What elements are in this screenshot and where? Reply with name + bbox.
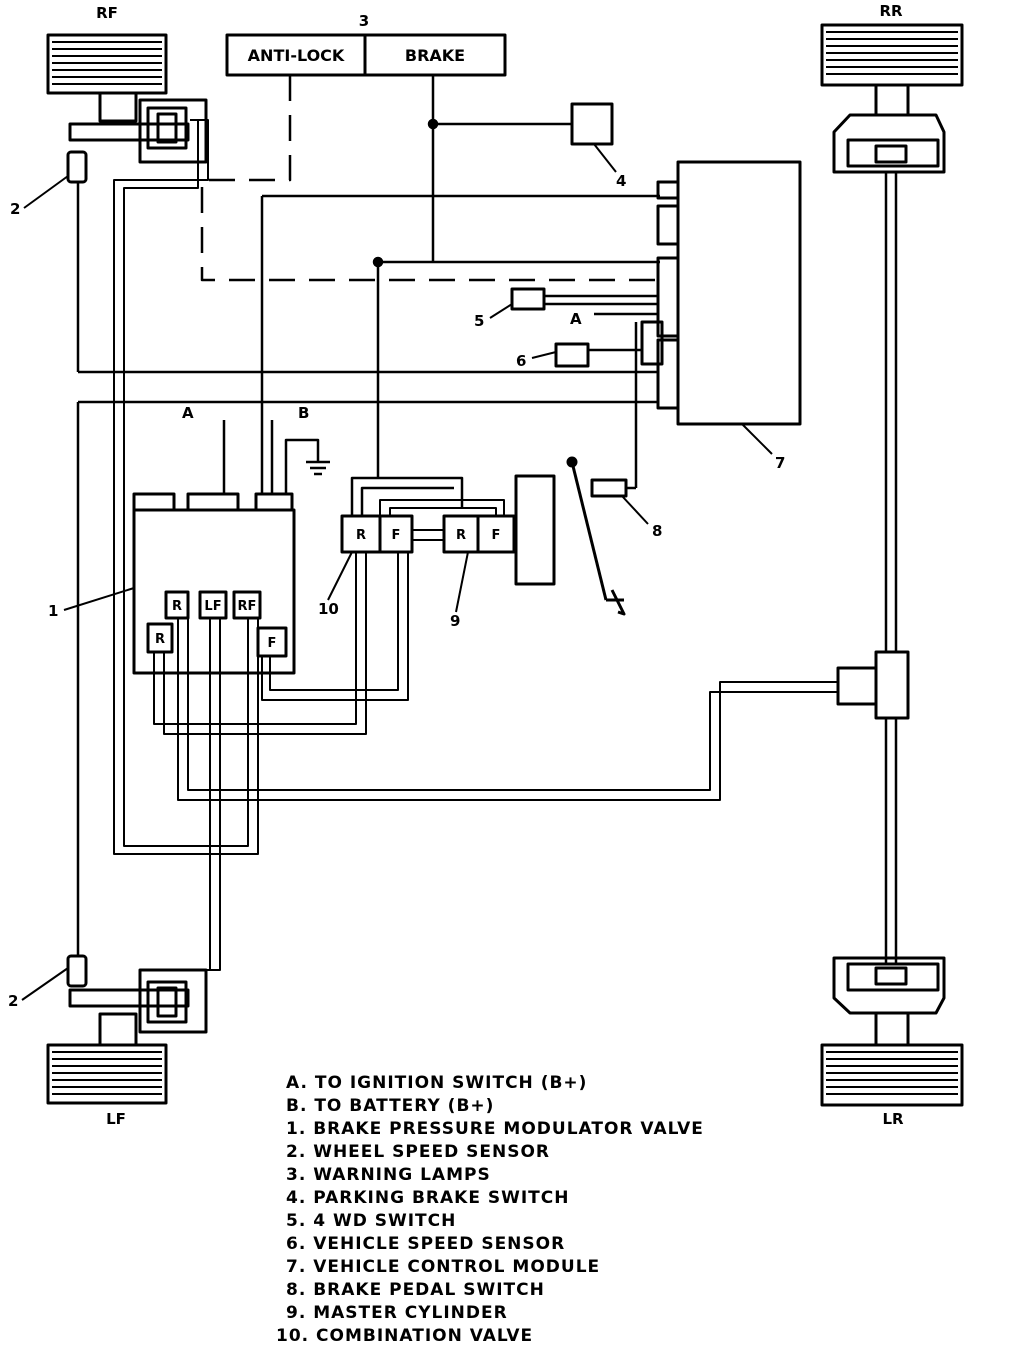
lr-wheel [820,956,964,1107]
legend-item: 2. WHEEL SPEED SENSOR [286,1142,550,1162]
label-rf: RF [96,4,118,22]
vehicle-speed-sensor [554,342,590,368]
callout-8: 8 [652,522,662,540]
combo-valve-r: R [356,528,366,543]
callout-2-bottom: 2 [8,992,18,1010]
rf-wheel-speed-sensor [66,150,88,184]
valve-port-lf: LF [204,599,221,614]
callout-3: 3 [359,12,369,30]
legend-item: 5. 4 WD SWITCH [286,1211,456,1231]
callout-7: 7 [775,454,785,472]
valve-port-rf: RF [238,599,257,614]
legend-item: 10. COMBINATION VALVE [276,1326,533,1346]
legend-item: 3. WARNING LAMPS [286,1165,491,1185]
legend-item: 8. BRAKE PEDAL SWITCH [286,1280,545,1300]
callout-10: 10 [318,600,339,618]
callout-9: 9 [450,612,460,630]
legend-item: B. TO BATTERY (B+) [286,1096,494,1116]
legend-item: 9. MASTER CYLINDER [286,1303,508,1323]
valve-port-r-lower: R [155,632,165,647]
warning-lamps [225,33,507,77]
rear-tee-fitting [874,650,910,720]
legend-item: 1. BRAKE PRESSURE MODULATOR VALVE [286,1119,704,1139]
vehicle-control-module [640,160,802,426]
master-cyl-f: F [492,528,501,543]
callout-b-left: B [298,404,309,422]
valve-port-f: F [268,636,277,651]
parking-brake-switch [570,102,614,146]
4wd-switch [510,287,546,311]
callout-5: 5 [474,312,484,330]
rf-wheel [46,33,208,164]
callout-4: 4 [616,172,626,190]
master-cylinder [442,474,556,586]
combo-valve-f: F [392,528,401,543]
label-lf: LF [106,1110,126,1128]
legend-item: A. TO IGNITION SWITCH (B+) [286,1073,587,1093]
combination-valve [340,514,414,554]
brake-pedal [566,456,626,616]
callout-a-left: A [182,404,194,422]
label-lr: LR [882,1110,904,1128]
lf-wheel [46,968,208,1105]
callout-2-top: 2 [10,200,20,218]
brake-pedal-switch [590,478,628,498]
rr-wheel [820,23,964,174]
callout-6: 6 [516,352,526,370]
legend-item: 6. VEHICLE SPEED SENSOR [286,1234,565,1254]
lamp-anti-lock: ANTI-LOCK [248,46,345,65]
legend: A. TO IGNITION SWITCH (B+) B. TO BATTERY… [276,1073,704,1346]
lamp-brake: BRAKE [405,46,465,65]
callout-a-right: A [570,310,582,328]
master-cyl-r: R [456,528,466,543]
legend-item: 4. PARKING BRAKE SWITCH [286,1188,569,1208]
label-rr: RR [879,2,903,20]
valve-port-r-upper: R [172,599,182,614]
callout-1: 1 [48,602,58,620]
legend-item: 7. VEHICLE CONTROL MODULE [286,1257,600,1277]
lf-wheel-speed-sensor [66,954,88,988]
